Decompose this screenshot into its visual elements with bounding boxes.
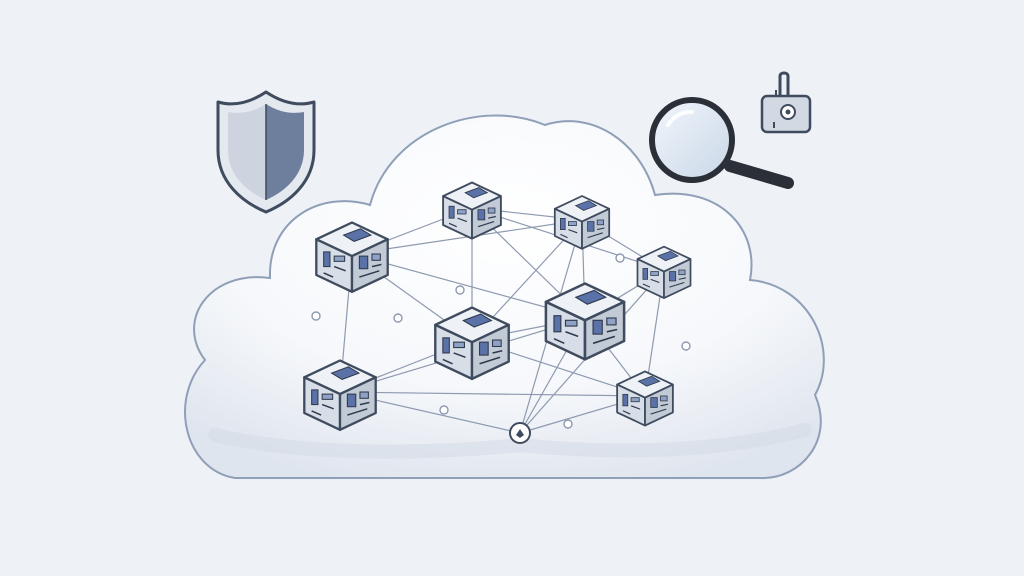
network-link (339, 391, 646, 397)
magnifier-icon (649, 97, 794, 189)
network-junction (393, 313, 403, 323)
padlock-icon (760, 71, 812, 134)
network-junction (563, 419, 573, 429)
shield-icon (216, 90, 316, 214)
network-junction (311, 311, 321, 321)
network-junction (681, 341, 691, 351)
network-junction (439, 405, 449, 415)
network-junctions (311, 253, 691, 429)
network-nodes (303, 181, 692, 444)
network-hub-node (509, 422, 531, 444)
network-junction (615, 253, 625, 263)
network-junction (455, 285, 465, 295)
